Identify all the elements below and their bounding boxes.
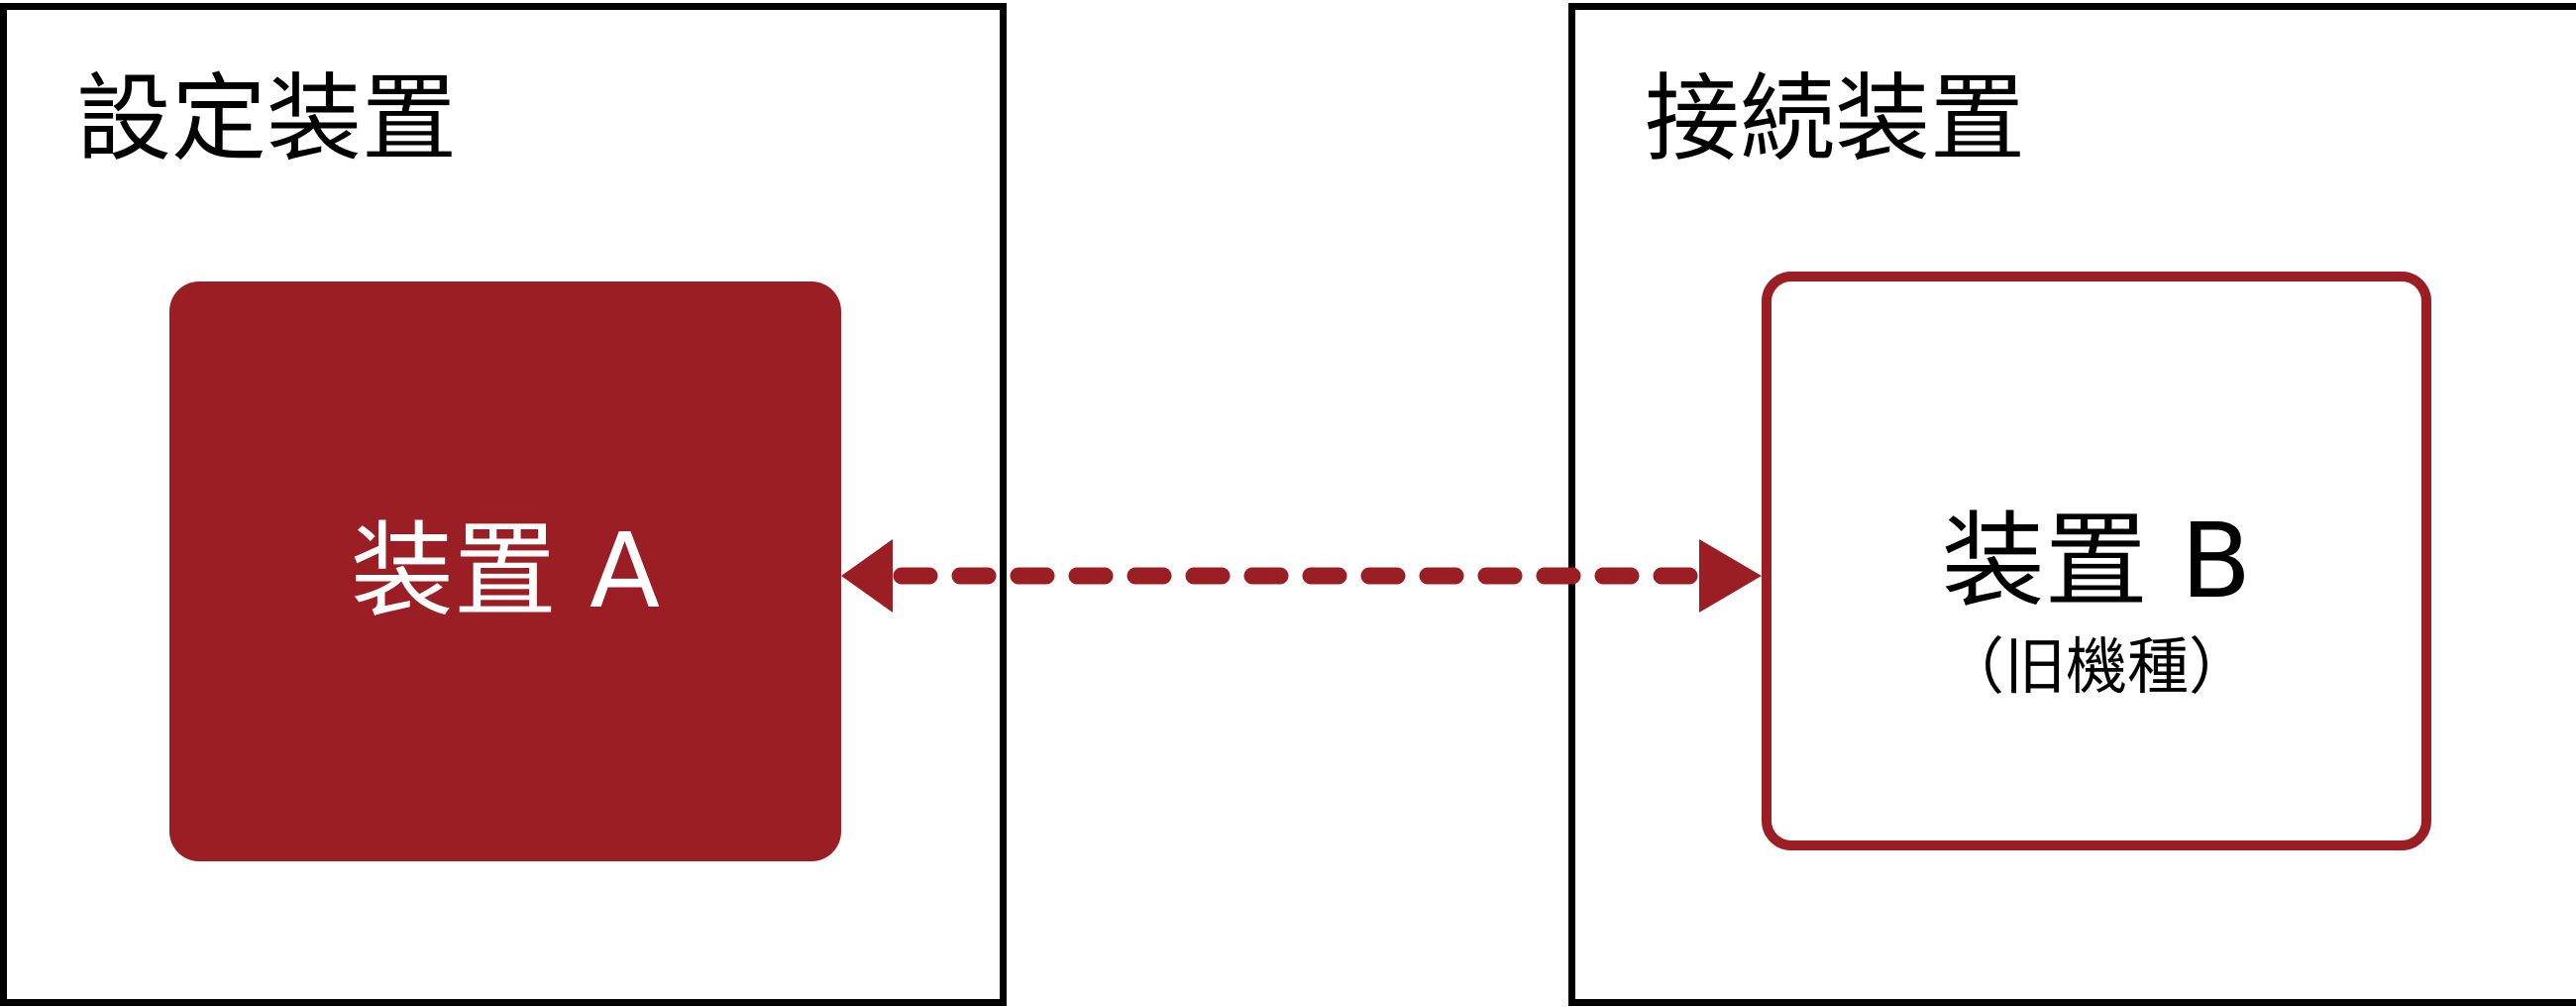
- arrowhead-left-icon: [841, 539, 893, 613]
- device-a-label: 装置 A: [350, 510, 661, 631]
- device-b-note: （旧機種）: [1942, 630, 2250, 703]
- device-a-node: 装置 A: [169, 281, 841, 861]
- device-b-label: 装置 B: [1941, 501, 2252, 621]
- group-title: 設定装置: [76, 63, 457, 174]
- group-title: 接続装置: [1645, 63, 2025, 174]
- connected-device-group: 接続装置: [1568, 3, 2576, 1006]
- device-b-node: 装置 B （旧機種）: [1762, 272, 2431, 850]
- settings-device-group: 設定装置: [0, 3, 1007, 1006]
- arrowhead-right-icon: [1699, 539, 1762, 613]
